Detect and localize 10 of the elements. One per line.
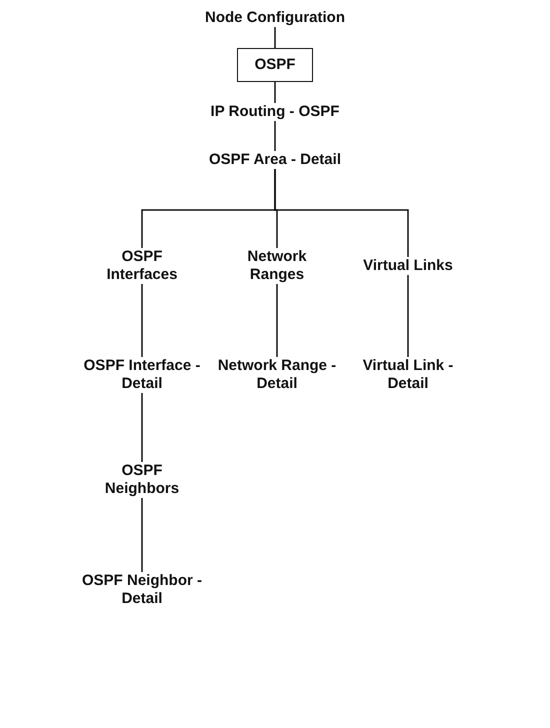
connector-line <box>274 27 276 48</box>
connector-line <box>274 121 276 151</box>
connector-line <box>141 498 143 572</box>
connector-line <box>276 284 278 357</box>
connector-line <box>407 275 409 357</box>
connector-line <box>141 393 143 462</box>
menu-box: OSPF <box>237 48 313 82</box>
connector-line <box>141 284 143 357</box>
connector-line <box>274 169 409 257</box>
connector-line <box>274 82 276 103</box>
